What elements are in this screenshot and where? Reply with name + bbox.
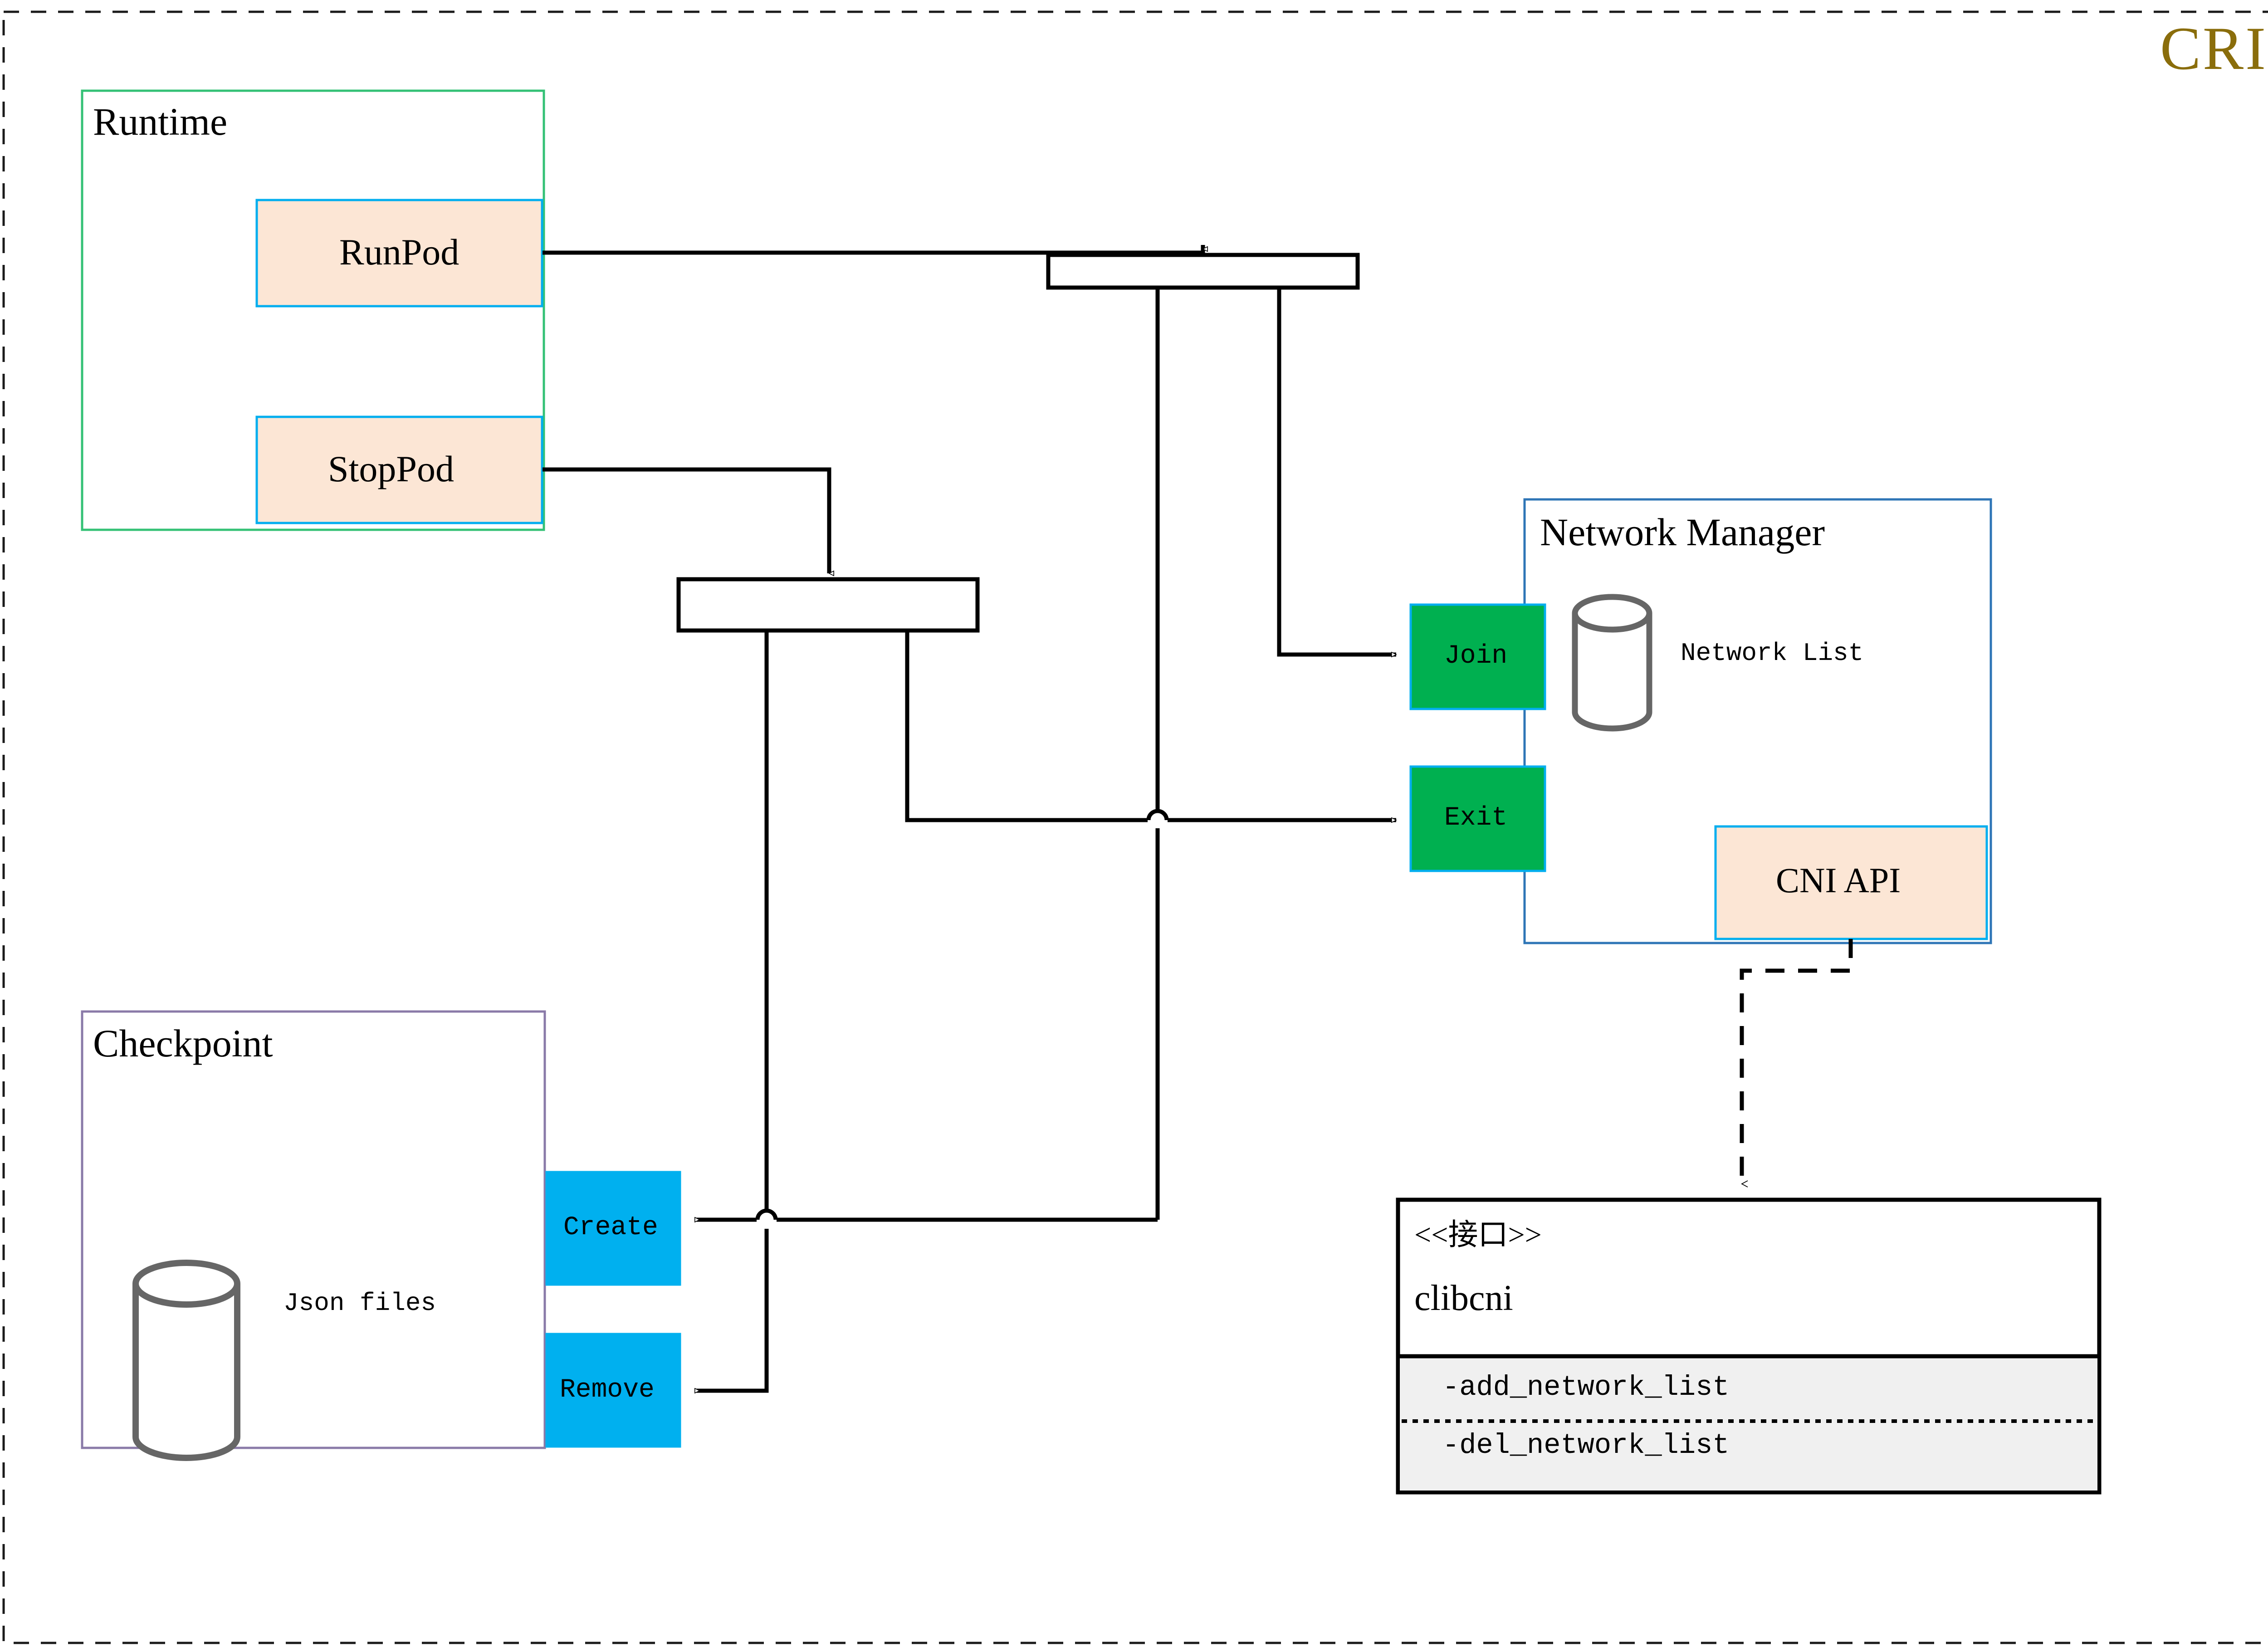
remove-label: Remove <box>560 1375 655 1405</box>
stoppod-label: StopPod <box>328 448 454 489</box>
runpod-to-junction-line <box>543 245 1205 255</box>
join-box[interactable] <box>1409 603 1546 710</box>
junction-to-exit-line <box>905 630 1148 822</box>
exit-box[interactable] <box>1409 765 1546 872</box>
exit-label: Exit <box>1444 803 1508 833</box>
runpod-join-junction-bar <box>1046 253 1360 290</box>
page-title: CRI <box>2160 15 2268 83</box>
clibcni-name: clibcni <box>1414 1278 1513 1318</box>
clibcni-method-del: -del_network_list <box>1442 1429 1730 1461</box>
remove-box[interactable] <box>545 1333 681 1448</box>
create-box[interactable] <box>545 1171 681 1286</box>
join-label: Join <box>1444 641 1508 671</box>
cni-api-label: CNI API <box>1776 860 1901 900</box>
stoppod-box[interactable] <box>255 415 543 524</box>
network-list-label: Network List <box>1681 639 1864 668</box>
create-label: Create <box>563 1213 658 1242</box>
stoppod-exit-junction-bar <box>676 577 980 633</box>
runpod-label: RunPod <box>339 231 459 273</box>
json-files-cylinder-icon <box>132 1260 240 1461</box>
clibcni-methods-section <box>1400 1356 2097 1491</box>
runtime-title: Runtime <box>93 100 228 143</box>
line-hop-exit-crossing <box>1146 809 1169 821</box>
json-files-label: Json files <box>284 1289 436 1318</box>
junction-to-remove-line-lower <box>695 1229 769 1391</box>
diagram-outer-frame <box>2 10 2268 1644</box>
stoppod-to-junction-line <box>543 467 831 569</box>
checkpoint-title: Checkpoint <box>93 1021 273 1065</box>
network-manager-title: Network Manager <box>1540 510 1825 554</box>
junction-to-join-line <box>1277 288 1396 655</box>
network-list-cylinder-icon <box>1572 594 1652 732</box>
clibcni-stereotype: <<接口>> <box>1414 1218 1542 1251</box>
cni-api-realization-line <box>1740 939 1853 1188</box>
clibcni-method-add: -add_network_list <box>1442 1371 1730 1403</box>
line-hop-create-crossing <box>755 1208 778 1220</box>
runpod-box[interactable] <box>255 199 543 308</box>
cni-api-box[interactable] <box>1714 825 1988 940</box>
